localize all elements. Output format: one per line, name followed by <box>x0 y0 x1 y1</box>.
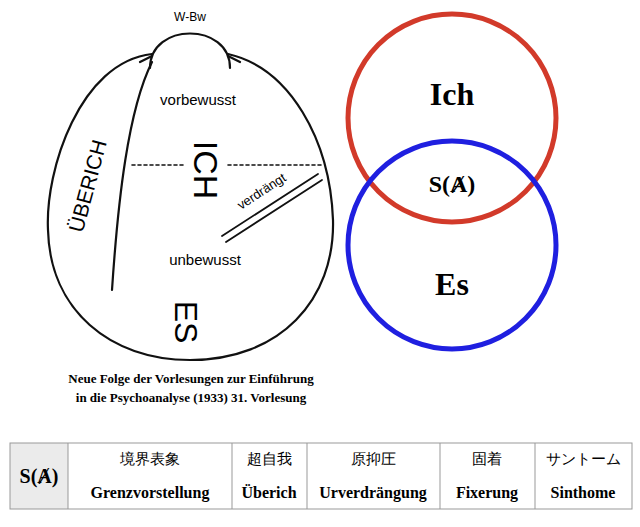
label-holder: 境界表象 <box>120 451 180 468</box>
label-holder: ICH <box>185 141 224 200</box>
label-holder: Grenzvorstellung <box>91 484 210 502</box>
label-holder: Sinthome <box>551 484 616 502</box>
label-holder: S(Ⱥ) <box>429 171 476 199</box>
label-holder: サントーム <box>546 451 621 468</box>
label-holder: W-Bw <box>174 11 206 25</box>
table-cell: 原抑圧 <box>351 451 396 468</box>
label-holder: 原抑圧 <box>351 451 396 468</box>
circle-stroke <box>348 14 556 222</box>
term-table <box>10 443 632 509</box>
label-holder: verdrängt <box>235 171 289 213</box>
table-cell: Überich <box>241 484 296 502</box>
label-holder: ES <box>168 301 205 344</box>
circle-label: Es <box>345 267 559 302</box>
table-cell: 超自我 <box>247 451 292 468</box>
table-cell: 境界表象 <box>120 451 180 468</box>
label-holder: 固着 <box>472 451 502 468</box>
label-holder: Urverdrängung <box>319 484 427 502</box>
table-frame <box>10 443 632 509</box>
system-label: W-Bw <box>174 11 206 25</box>
bulb-tick <box>140 56 152 62</box>
bulb-tick <box>228 56 240 62</box>
region-label: unbewusst <box>169 251 241 268</box>
label-holder: 超自我 <box>247 451 292 468</box>
table-cell: サントーム <box>546 451 621 468</box>
label-holder: Überich <box>241 484 296 502</box>
circle-outline <box>345 138 559 352</box>
table-cell: Fixerung <box>456 484 518 502</box>
superego-boundary <box>112 62 152 290</box>
table-cell: Sinthome <box>551 484 616 502</box>
psyche-outline <box>48 54 333 360</box>
preconscious-divider <box>132 164 184 166</box>
id-circle: Es <box>345 138 559 352</box>
preconscious-divider <box>228 164 322 166</box>
repression-label: verdrängt <box>235 171 289 213</box>
circle-label: Ich <box>345 77 559 112</box>
intersection-label: S(Ⱥ) <box>429 171 476 199</box>
figure-caption: Neue Folge der Vorlesungen zur Einführun… <box>62 370 320 408</box>
label-holder: vorbewusst <box>160 91 236 108</box>
agency-label: ICH <box>185 141 224 200</box>
caption-box: Neue Folge der Vorlesungen zur Einführun… <box>62 370 320 408</box>
table-cell: 固着 <box>472 451 502 468</box>
agency-label: ES <box>168 301 205 344</box>
perception-bulb <box>150 34 230 69</box>
label-holder: S(Ⱥ) <box>20 465 59 488</box>
table-head-cell <box>10 443 68 509</box>
table-cell: Urverdrängung <box>319 484 427 502</box>
label-holder: Fixerung <box>456 484 518 502</box>
circle-stroke <box>348 141 556 349</box>
table-head: S(Ⱥ) <box>20 465 59 488</box>
table-grid <box>68 443 535 509</box>
agency-label: ÜBERICH <box>64 137 112 235</box>
table-cell: Grenzvorstellung <box>91 484 210 502</box>
region-label: vorbewusst <box>160 91 236 108</box>
label-holder: unbewusst <box>169 251 241 268</box>
label-holder: ÜBERICH <box>64 137 112 235</box>
